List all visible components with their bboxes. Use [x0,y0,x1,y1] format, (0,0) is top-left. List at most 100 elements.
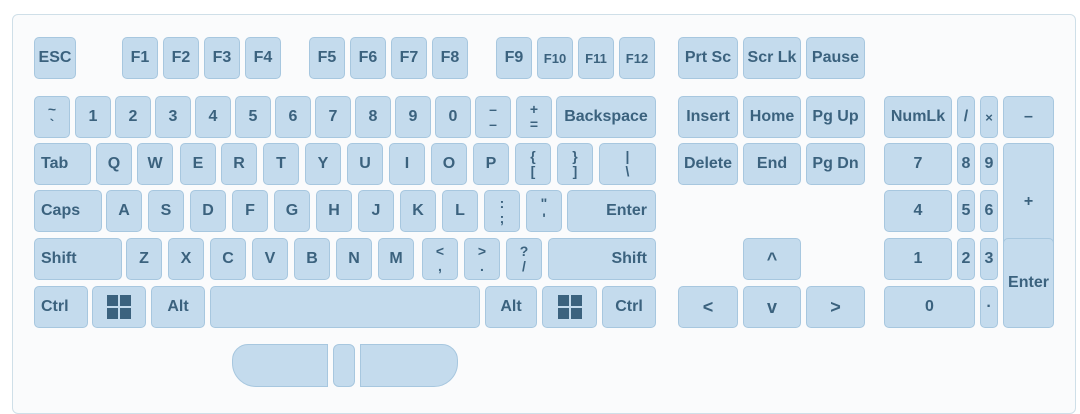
key-n1[interactable]: 1 [75,96,111,138]
key-l[interactable]: L [442,190,478,232]
key-num8[interactable]: 8 [957,143,975,185]
key-z[interactable]: Z [126,238,162,280]
key-s[interactable]: S [148,190,184,232]
key-num4[interactable]: 4 [884,190,952,232]
key-a[interactable]: A [106,190,142,232]
key-f12[interactable]: F12 [619,37,655,79]
key-q[interactable]: Q [96,143,132,185]
key-pgdn[interactable]: Pg Dn [806,143,865,185]
key-rwin[interactable] [542,286,597,328]
key-n4[interactable]: 4 [195,96,231,138]
key-k[interactable]: K [400,190,436,232]
key-lalt[interactable]: Alt [151,286,205,328]
key-lshift[interactable]: Shift [34,238,122,280]
key-prtsc[interactable]: Prt Sc [678,37,738,79]
key-tab[interactable]: Tab [34,143,91,185]
key-f[interactable]: F [232,190,268,232]
key-num1[interactable]: 1 [884,238,952,280]
key-tilde[interactable]: ~` [34,96,70,138]
key-n[interactable]: N [336,238,372,280]
touchpad-right-button[interactable] [360,344,458,387]
key-down[interactable]: v [743,286,801,328]
key-num3[interactable]: 3 [980,238,998,280]
key-lbracket[interactable]: {[ [515,143,551,185]
key-num9[interactable]: 9 [980,143,998,185]
key-f4[interactable]: F4 [245,37,281,79]
key-f2[interactable]: F2 [163,37,199,79]
key-enter[interactable]: Enter [567,190,656,232]
key-scrlk[interactable]: Scr Lk [743,37,801,79]
key-n7[interactable]: 7 [315,96,351,138]
key-i[interactable]: I [389,143,425,185]
key-numlk[interactable]: NumLk [884,96,952,138]
key-r[interactable]: R [221,143,257,185]
key-n5[interactable]: 5 [235,96,271,138]
key-end[interactable]: End [743,143,801,185]
key-semicolon[interactable]: :; [484,190,520,232]
key-t[interactable]: T [263,143,299,185]
key-esc[interactable]: ESC [34,37,76,79]
key-lctrl[interactable]: Ctrl [34,286,88,328]
key-n9[interactable]: 9 [395,96,431,138]
key-right[interactable]: > [806,286,865,328]
key-e[interactable]: E [180,143,216,185]
key-n6[interactable]: 6 [275,96,311,138]
key-insert[interactable]: Insert [678,96,738,138]
key-f8[interactable]: F8 [432,37,468,79]
key-n2[interactable]: 2 [115,96,151,138]
key-numminus[interactable]: – [1003,96,1054,138]
key-home[interactable]: Home [743,96,801,138]
key-backspace[interactable]: Backspace [556,96,656,138]
key-num0[interactable]: 0 [884,286,975,328]
key-f1[interactable]: F1 [122,37,158,79]
key-f3[interactable]: F3 [204,37,240,79]
key-quote[interactable]: "' [526,190,562,232]
key-o[interactable]: O [431,143,467,185]
key-h[interactable]: H [316,190,352,232]
key-u[interactable]: U [347,143,383,185]
key-f5[interactable]: F5 [309,37,345,79]
key-f9[interactable]: F9 [496,37,532,79]
key-g[interactable]: G [274,190,310,232]
key-p[interactable]: P [473,143,509,185]
key-comma[interactable]: <, [422,238,458,280]
key-pause[interactable]: Pause [806,37,865,79]
key-w[interactable]: W [137,143,173,185]
key-n0[interactable]: 0 [435,96,471,138]
key-num5[interactable]: 5 [957,190,975,232]
key-y[interactable]: Y [305,143,341,185]
key-b[interactable]: B [294,238,330,280]
key-up[interactable]: ^ [743,238,801,280]
key-nummul[interactable]: × [980,96,998,138]
key-minus[interactable]: –– [475,96,511,138]
key-rbracket[interactable]: }] [557,143,593,185]
key-c[interactable]: C [210,238,246,280]
key-f11[interactable]: F11 [578,37,614,79]
key-f10[interactable]: F10 [537,37,573,79]
key-pgup[interactable]: Pg Up [806,96,865,138]
key-num6[interactable]: 6 [980,190,998,232]
key-ralt[interactable]: Alt [485,286,537,328]
key-space[interactable] [210,286,480,328]
key-period[interactable]: >. [464,238,500,280]
key-slash[interactable]: ?/ [506,238,542,280]
key-numdiv[interactable]: / [957,96,975,138]
key-left[interactable]: < [678,286,738,328]
key-numdot[interactable]: · [980,286,998,328]
key-f7[interactable]: F7 [391,37,427,79]
key-num2[interactable]: 2 [957,238,975,280]
key-numenter[interactable]: Enter [1003,238,1054,328]
key-j[interactable]: J [358,190,394,232]
touchpad-middle-button[interactable] [333,344,355,387]
key-v[interactable]: V [252,238,288,280]
key-delete[interactable]: Delete [678,143,738,185]
key-backslash[interactable]: |\ [599,143,656,185]
key-caps[interactable]: Caps [34,190,102,232]
key-rctrl[interactable]: Ctrl [602,286,656,328]
touchpad-left-button[interactable] [232,344,328,387]
key-lwin[interactable] [92,286,146,328]
key-equal[interactable]: += [516,96,552,138]
key-m[interactable]: M [378,238,414,280]
key-num7[interactable]: 7 [884,143,952,185]
key-x[interactable]: X [168,238,204,280]
